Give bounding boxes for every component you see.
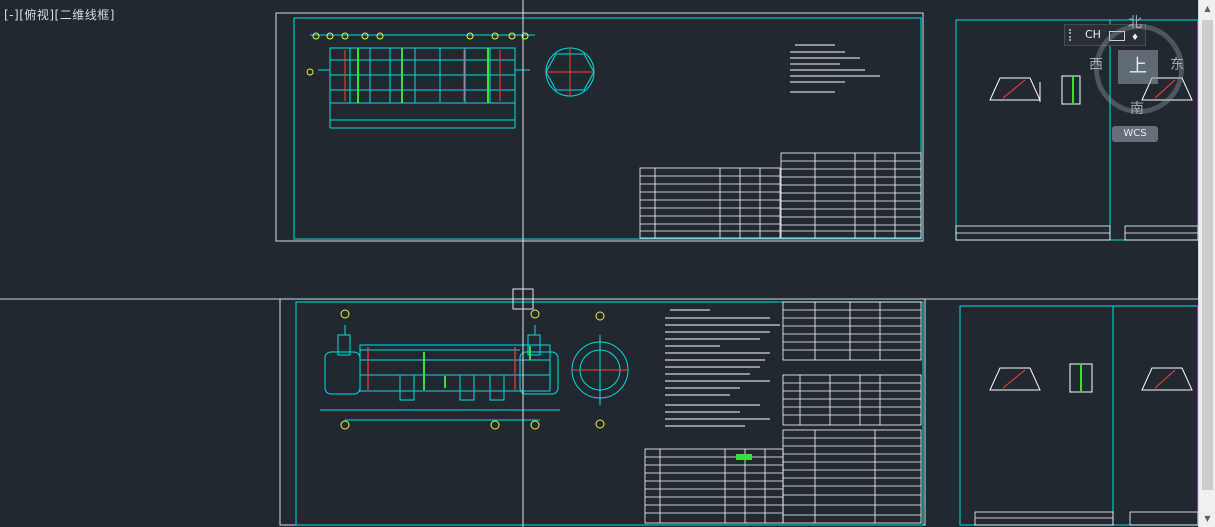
compass-west[interactable]: 西 bbox=[1089, 57, 1103, 73]
lower-notes bbox=[665, 309, 780, 427]
lower-right-section-detail bbox=[989, 363, 1193, 393]
lower-green-marks bbox=[423, 346, 531, 390]
lower-drawing-sheet[interactable] bbox=[279, 298, 926, 526]
lower-weld-marks bbox=[367, 347, 516, 390]
compass-south[interactable]: 南 bbox=[1130, 101, 1144, 117]
scroll-up-arrow-icon[interactable]: ▲ bbox=[1204, 4, 1211, 13]
lower-parts-list bbox=[644, 301, 922, 524]
lower-right-drawing-sheet[interactable] bbox=[959, 305, 1199, 526]
compass-east[interactable]: 东 bbox=[1170, 57, 1184, 73]
viewcube-top-face[interactable]: 上 bbox=[1118, 50, 1158, 84]
lower-exchanger-elevation bbox=[320, 325, 560, 421]
upper-end-view bbox=[545, 47, 595, 97]
viewcube[interactable]: 北 西 东 南 上 WCS bbox=[1086, 15, 1196, 158]
viewcube-compass-ring[interactable] bbox=[1094, 24, 1184, 114]
upper-callouts bbox=[306, 32, 529, 76]
viewport-controls-label[interactable]: [-][俯视][二维线框] bbox=[4, 8, 115, 22]
wcs-menu-button[interactable]: WCS bbox=[1112, 126, 1158, 142]
upper-exchanger-elevation bbox=[310, 34, 535, 129]
lower-callouts bbox=[340, 309, 605, 430]
lower-highlight-cell bbox=[736, 454, 752, 460]
upper-green-marks bbox=[357, 48, 489, 103]
upper-drawing-sheet[interactable] bbox=[275, 12, 924, 242]
drag-handle-icon[interactable] bbox=[1069, 29, 1077, 41]
ime-language-label[interactable]: CH bbox=[1085, 28, 1101, 41]
upper-notes bbox=[790, 44, 880, 93]
compass-north[interactable]: 北 bbox=[1128, 15, 1142, 31]
scrollbar-thumb[interactable] bbox=[1202, 20, 1213, 490]
vertical-scrollbar[interactable]: ▲ ▼ bbox=[1198, 0, 1215, 527]
upper-parts-list bbox=[639, 152, 922, 239]
lower-right-title-block bbox=[974, 511, 1199, 526]
upper-right-title-block bbox=[955, 225, 1199, 241]
lower-end-view bbox=[571, 335, 629, 405]
scroll-down-arrow-icon[interactable]: ▼ bbox=[1204, 514, 1211, 523]
crosshair-cursor bbox=[512, 0, 534, 527]
upper-weld-marks bbox=[344, 50, 501, 101]
